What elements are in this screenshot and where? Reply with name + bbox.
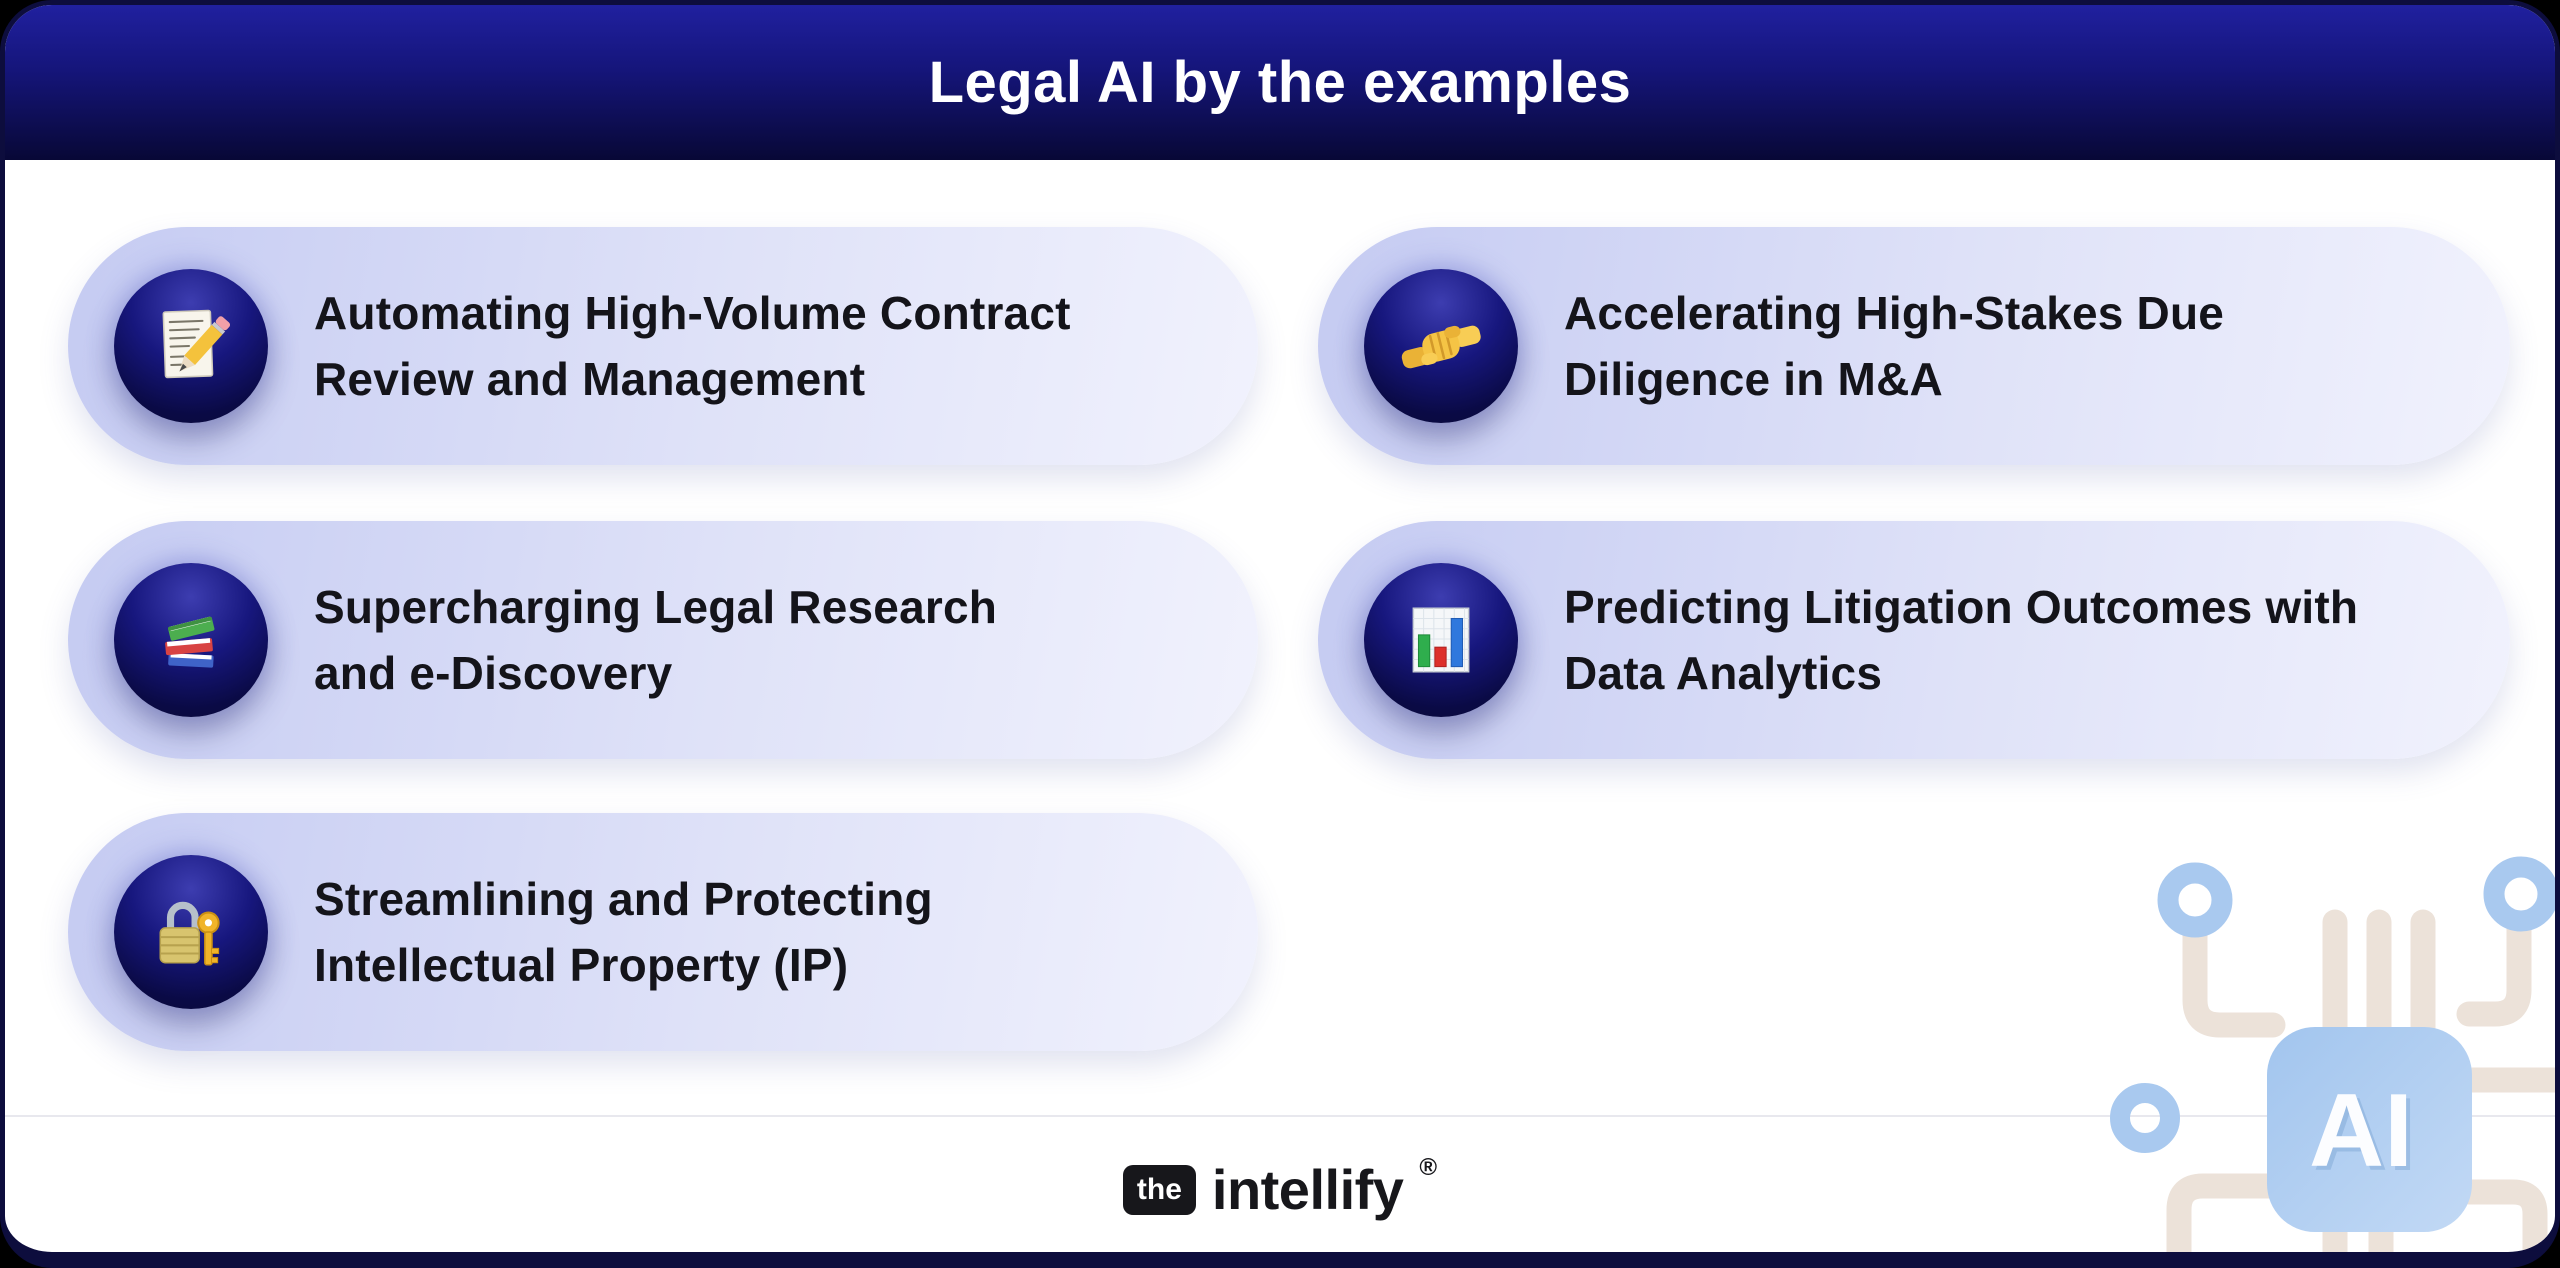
brand-logo: the intellify ®	[5, 1145, 2555, 1235]
header-banner: Legal AI by the examples	[5, 5, 2555, 160]
card-ip-protection: Streamlining and Protecting Intellectual…	[68, 813, 1258, 1051]
card-label: Predicting Litigation Outcomes with Data…	[1564, 580, 2359, 699]
circuit-traces	[2166, 909, 2555, 1252]
card-label: Supercharging Legal Research and e-Disco…	[314, 580, 998, 699]
lock-key-icon	[114, 855, 268, 1009]
card-litigation-analytics: Predicting Litigation Outcomes with Data…	[1318, 521, 2510, 759]
bar-chart-icon	[1364, 563, 1518, 717]
circuit-node-icon	[2110, 856, 2555, 1153]
ai-chip-graphic: AI AI	[2110, 856, 2555, 1252]
handshake-icon	[1364, 269, 1518, 423]
card-due-diligence: Accelerating High-Stakes Due Diligence i…	[1318, 227, 2510, 465]
card-legal-research: Supercharging Legal Research and e-Disco…	[68, 521, 1258, 759]
ai-chip-body	[2267, 1027, 2472, 1232]
card-label: Streamlining and Protecting Intellectual…	[314, 872, 933, 991]
card-label: Accelerating High-Stakes Due Diligence i…	[1564, 286, 2225, 405]
page-title: Legal AI by the examples	[928, 50, 1632, 115]
memo-pencil-icon	[114, 269, 268, 423]
registered-trademark-mark: ®	[1419, 1154, 1438, 1181]
brand-the-badge: the	[1122, 1165, 1196, 1215]
card-contract-review: Automating High-Volume Contract Review a…	[68, 227, 1258, 465]
ai-chip-label: AI	[2309, 1073, 2413, 1189]
footer-divider	[5, 1115, 2555, 1117]
brand-name: intellify	[1211, 1158, 1404, 1221]
card-label: Automating High-Volume Contract Review a…	[314, 286, 1071, 405]
svg-text:AI: AI	[2313, 1077, 2417, 1193]
books-icon	[114, 563, 268, 717]
